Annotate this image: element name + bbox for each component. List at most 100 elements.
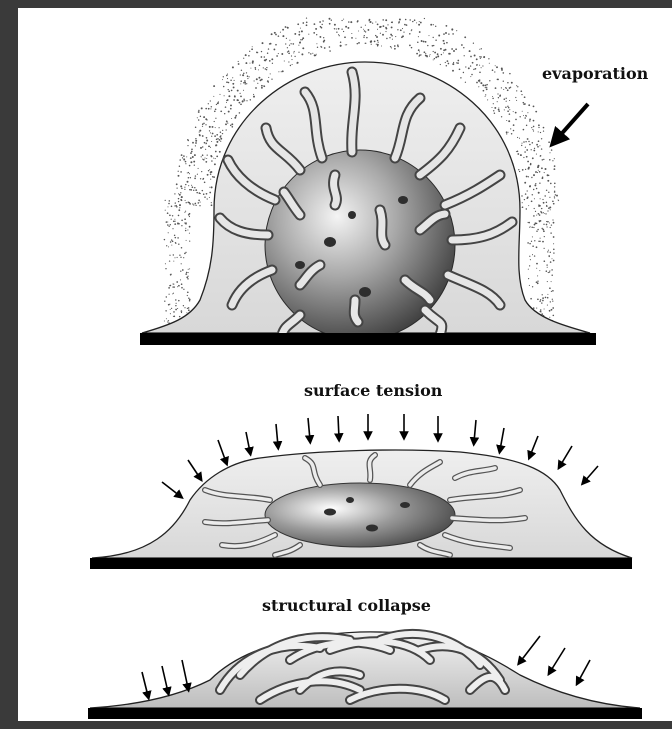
vapour-dot: [178, 198, 180, 200]
vapour-dot: [180, 185, 182, 187]
vapour-dot: [191, 185, 192, 186]
vapour-dot: [209, 130, 210, 131]
vapour-dot: [281, 53, 283, 55]
vapour-dot: [198, 202, 200, 204]
vapour-dot: [201, 107, 203, 109]
vapour-dot: [532, 157, 534, 159]
vapour-dot: [195, 140, 197, 142]
vapour-dot: [260, 79, 262, 81]
vapour-dot: [170, 309, 171, 310]
vapour-dot: [214, 135, 216, 137]
vapour-dot: [174, 205, 175, 206]
vapour-dot: [268, 77, 269, 78]
vapour-dot: [452, 63, 454, 65]
vapour-dot: [510, 128, 511, 129]
vapour-dot: [213, 176, 215, 178]
vapour-dot: [270, 73, 271, 74]
vapour-dot: [548, 207, 550, 209]
vapour-dot: [391, 35, 393, 37]
vapour-dot: [532, 194, 533, 195]
vapour-dot: [549, 222, 550, 223]
vapour-dot: [248, 55, 250, 57]
vapour-dot: [215, 158, 216, 159]
vapour-dot: [291, 59, 292, 60]
vapour-dot: [243, 90, 244, 91]
vapour-dot: [544, 172, 545, 173]
vapour-dot: [219, 127, 220, 128]
vapour-dot: [251, 48, 253, 50]
vapour-dot: [543, 159, 544, 160]
vapour-dot: [184, 307, 185, 308]
vapour-dot: [397, 46, 399, 48]
vapour-dot: [541, 211, 543, 213]
vapour-dot: [550, 301, 551, 302]
vapour-dot: [244, 100, 245, 101]
vapour-dot: [234, 80, 235, 81]
vapour-dot: [516, 100, 517, 101]
vapour-dot: [289, 45, 290, 46]
vapour-dot: [208, 145, 210, 147]
vapour-dot: [176, 183, 178, 185]
vapour-dot: [180, 199, 182, 201]
vapour-dot: [198, 168, 199, 169]
vapour-dot: [268, 81, 269, 82]
vapour-dot: [185, 184, 186, 185]
tension-arrow: [530, 436, 538, 456]
vapour-dot: [497, 93, 498, 94]
vapour-dot: [536, 263, 538, 265]
vapour-dot: [464, 36, 466, 38]
vapour-dot: [553, 249, 555, 251]
vapour-dot: [177, 222, 178, 223]
vapour-dot: [241, 70, 242, 71]
vapour-dot: [546, 270, 548, 272]
vapour-dot: [374, 41, 376, 43]
vapour-dot: [509, 100, 510, 101]
vapour-dot: [506, 131, 508, 133]
vapour-dot: [306, 24, 308, 26]
vapour-dot: [188, 307, 190, 309]
vapour-dot: [189, 268, 190, 269]
vapour-dot: [542, 159, 543, 160]
vapour-dot: [187, 295, 188, 296]
vapour-dot: [220, 138, 222, 140]
vapour-dot: [547, 267, 548, 268]
vapour-dot: [548, 272, 549, 273]
vapour-dot: [240, 74, 241, 75]
vapour-dot: [200, 147, 202, 149]
vapour-dot: [534, 240, 535, 241]
vapour-dot: [479, 79, 480, 80]
vapour-dot: [195, 189, 197, 191]
vapour-dot: [526, 156, 528, 158]
vapour-dot: [219, 136, 221, 138]
vapour-dot: [216, 134, 218, 136]
vapour-dot: [552, 160, 553, 161]
vapour-dot: [516, 90, 517, 91]
vapour-dot: [541, 167, 543, 169]
vapour-dot: [183, 159, 185, 161]
vapour-dot: [529, 285, 530, 286]
vapour-dot: [530, 298, 532, 300]
vapour-dot: [189, 233, 190, 234]
vapour-dot: [314, 54, 316, 56]
vapour-dot: [202, 146, 203, 147]
vapour-dot: [220, 110, 222, 112]
vapour-dot: [178, 171, 179, 172]
vapour-dot: [220, 141, 221, 142]
vapour-dot: [536, 231, 537, 232]
vapour-dot: [178, 209, 180, 211]
vapour-dot: [498, 110, 500, 112]
vapour-dot: [288, 50, 290, 52]
vapour-dot: [486, 87, 487, 88]
vapour-dot: [392, 39, 393, 40]
vapour-dot: [226, 75, 228, 77]
vapour-dot: [357, 20, 359, 22]
vapour-dot: [483, 56, 485, 58]
vapour-dot: [539, 171, 541, 173]
vapour-dot: [527, 222, 528, 223]
vapour-dot: [185, 161, 187, 163]
vapour-dot: [405, 19, 407, 21]
vapour-dot: [528, 176, 529, 177]
vapour-dot: [244, 82, 246, 84]
vapour-dot: [232, 83, 234, 85]
vapour-dot: [253, 96, 255, 98]
